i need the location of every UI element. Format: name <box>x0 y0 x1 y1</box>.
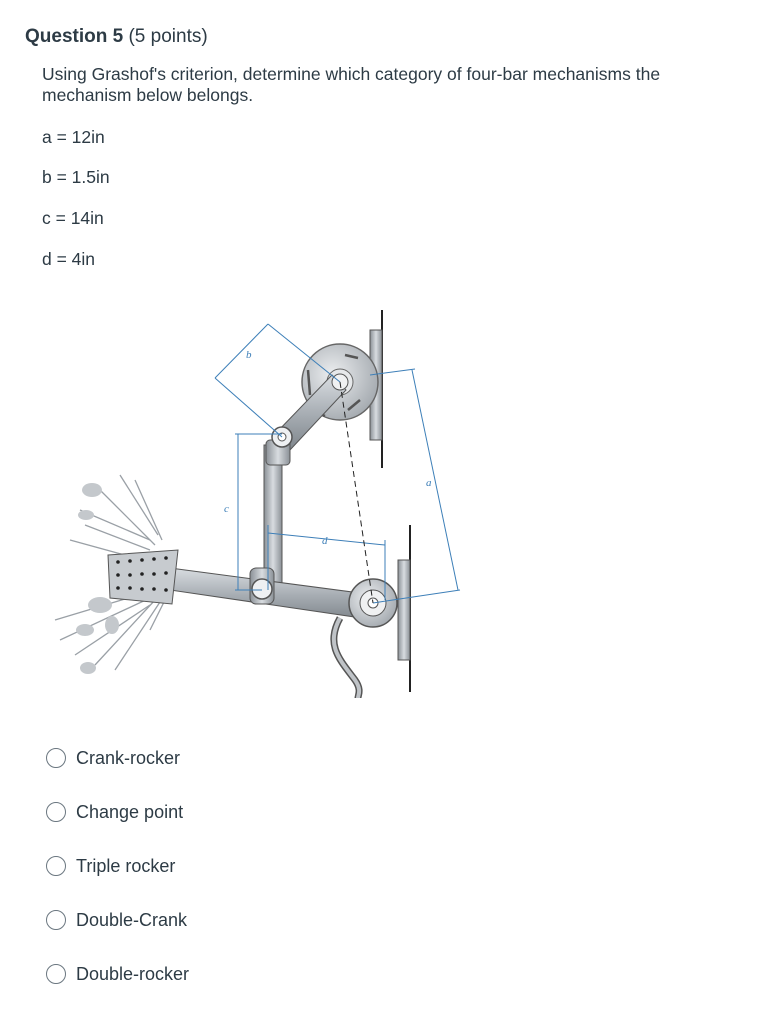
radio-button[interactable] <box>46 802 66 822</box>
water-spray <box>54 474 166 671</box>
radio-button[interactable] <box>46 856 66 876</box>
mechanism-diagram: b c d a <box>54 310 461 699</box>
option-double-crank[interactable]: Double-Crank <box>46 907 187 933</box>
question-points: (5 points) <box>128 26 208 47</box>
param-d: d = 4in <box>42 249 96 269</box>
option-crank-rocker[interactable]: Crank-rocker <box>46 745 180 771</box>
param-b: b = 1.5in <box>42 167 110 187</box>
question-title: Question 5 (5 points) <box>25 26 208 48</box>
mechanism-figure: b c d a <box>40 300 480 710</box>
radio-button[interactable] <box>46 910 66 930</box>
coupler-link <box>263 444 283 586</box>
nozzle-holes <box>116 556 168 592</box>
option-triple-rocker[interactable]: Triple rocker <box>46 853 175 879</box>
option-change-point[interactable]: Change point <box>46 799 183 825</box>
lower-bracket <box>397 559 411 661</box>
label-a: a <box>426 477 432 489</box>
option-label[interactable]: Change point <box>76 801 184 822</box>
ground-line <box>339 381 374 604</box>
radio-button[interactable] <box>46 964 66 984</box>
option-label[interactable]: Crank-rocker <box>76 747 181 768</box>
option-label[interactable]: Double-rocker <box>76 963 190 984</box>
param-a: a = 12in <box>42 127 105 147</box>
radio-button[interactable] <box>46 748 66 768</box>
label-d: d <box>322 535 328 547</box>
label-c: c <box>224 503 229 515</box>
nozzle <box>107 549 179 605</box>
option-double-rocker[interactable]: Double-rocker <box>46 961 189 987</box>
spray-droplets <box>76 483 119 674</box>
option-label[interactable]: Double-Crank <box>76 909 188 930</box>
question-text: Using Grashof's criterion, determine whi… <box>42 64 661 105</box>
option-label[interactable]: Triple rocker <box>76 855 176 876</box>
dimension-lines <box>214 323 461 604</box>
param-c: c = 14in <box>42 208 104 228</box>
question-number: Question 5 <box>25 26 124 47</box>
label-b: b <box>246 349 252 361</box>
